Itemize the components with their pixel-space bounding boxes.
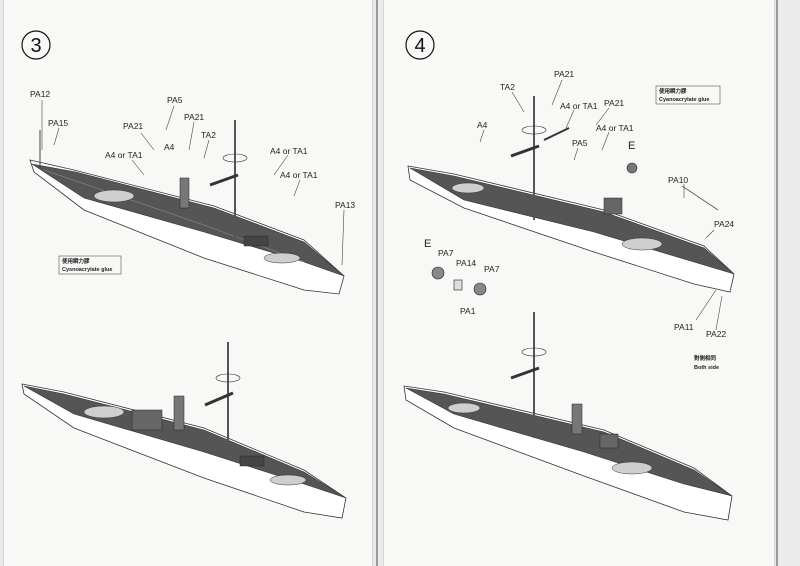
- label-a4-or-ta1-left: A4 or TA1: [105, 150, 143, 160]
- label-pa10: PA10: [668, 175, 688, 185]
- label-a4-or-ta1-right-top: A4 or TA1: [270, 146, 308, 156]
- label-pa7-right: PA7: [484, 264, 500, 274]
- step-4-diagram: 4 TA2 PA21 A4 or TA1 PA21 A4 PA5 A4 or T…: [403, 30, 735, 521]
- ship-hull-step3-exploded: [29, 120, 345, 295]
- ship-hull-step3-assembled: [21, 342, 347, 519]
- instruction-sheet-left: 3 PA12 PA15 PA5 PA21 PA21 A4 TA2 A4 or T…: [4, 0, 372, 566]
- label-a4: A4: [164, 142, 175, 152]
- label-pa24: PA24: [714, 219, 734, 229]
- label-a4: A4: [477, 120, 488, 130]
- sheet-edge: [776, 0, 778, 566]
- ship-hull-step4-exploded: [407, 96, 735, 293]
- label-pa11: PA11: [674, 322, 694, 332]
- glue-note-step3: 使用瞬力膠 Cysnoacrylate glue: [58, 255, 122, 275]
- label-pa12: PA12: [30, 89, 50, 99]
- step-4-badge: [405, 30, 435, 60]
- glue-note-english: Cysnoacrylate glue: [62, 267, 112, 273]
- label-pa21-top: PA21: [554, 69, 574, 79]
- label-e-upper: E: [628, 140, 635, 152]
- label-pa13: PA13: [335, 200, 355, 210]
- label-pa15: PA15: [48, 118, 68, 128]
- step-3-number: 3: [30, 35, 41, 57]
- label-ta2: TA2: [201, 130, 216, 140]
- label-a4-or-ta1-top: A4 or TA1: [560, 101, 598, 111]
- label-pa21-right: PA21: [184, 112, 204, 122]
- both-side-english: Both side: [694, 365, 719, 371]
- label-pa7-left: PA7: [438, 248, 454, 258]
- label-pa22: PA22: [706, 329, 726, 339]
- label-pa1: PA1: [460, 306, 476, 316]
- wheel-subassembly: [431, 266, 487, 296]
- part-e-wheel: [626, 162, 638, 174]
- label-pa5: PA5: [572, 138, 588, 148]
- label-pa14: PA14: [456, 258, 476, 268]
- label-e-lower: E: [424, 238, 431, 250]
- label-a4-or-ta1-right-bottom: A4 or TA1: [280, 170, 318, 180]
- label-pa5: PA5: [167, 95, 183, 105]
- label-pa21-right: PA21: [604, 98, 624, 108]
- step-3-diagram: 3 PA12 PA15 PA5 PA21 PA21 A4 TA2 A4 or T…: [21, 30, 355, 519]
- step-4-number: 4: [414, 35, 425, 57]
- glue-note-chinese: 使用瞬力膠: [61, 257, 90, 265]
- ship-hull-step4-assembled: [403, 312, 733, 521]
- label-pa21-left: PA21: [123, 121, 143, 131]
- label-a4-or-ta1-right: A4 or TA1: [596, 123, 634, 133]
- step-3-badge: [21, 30, 51, 60]
- page-gutter: [376, 0, 378, 566]
- glue-note-step4: 使用瞬力膠 Cyanoacrylate glue: [655, 85, 721, 105]
- label-ta2: TA2: [500, 82, 515, 92]
- instruction-sheet-right: 4 TA2 PA21 A4 or TA1 PA21 A4 PA5 A4 or T…: [384, 0, 774, 566]
- glue-note-english: Cyanoacrylate glue: [659, 97, 709, 103]
- glue-note-chinese: 使用瞬力膠: [658, 87, 687, 95]
- both-side-chinese: 對側相同: [694, 354, 717, 362]
